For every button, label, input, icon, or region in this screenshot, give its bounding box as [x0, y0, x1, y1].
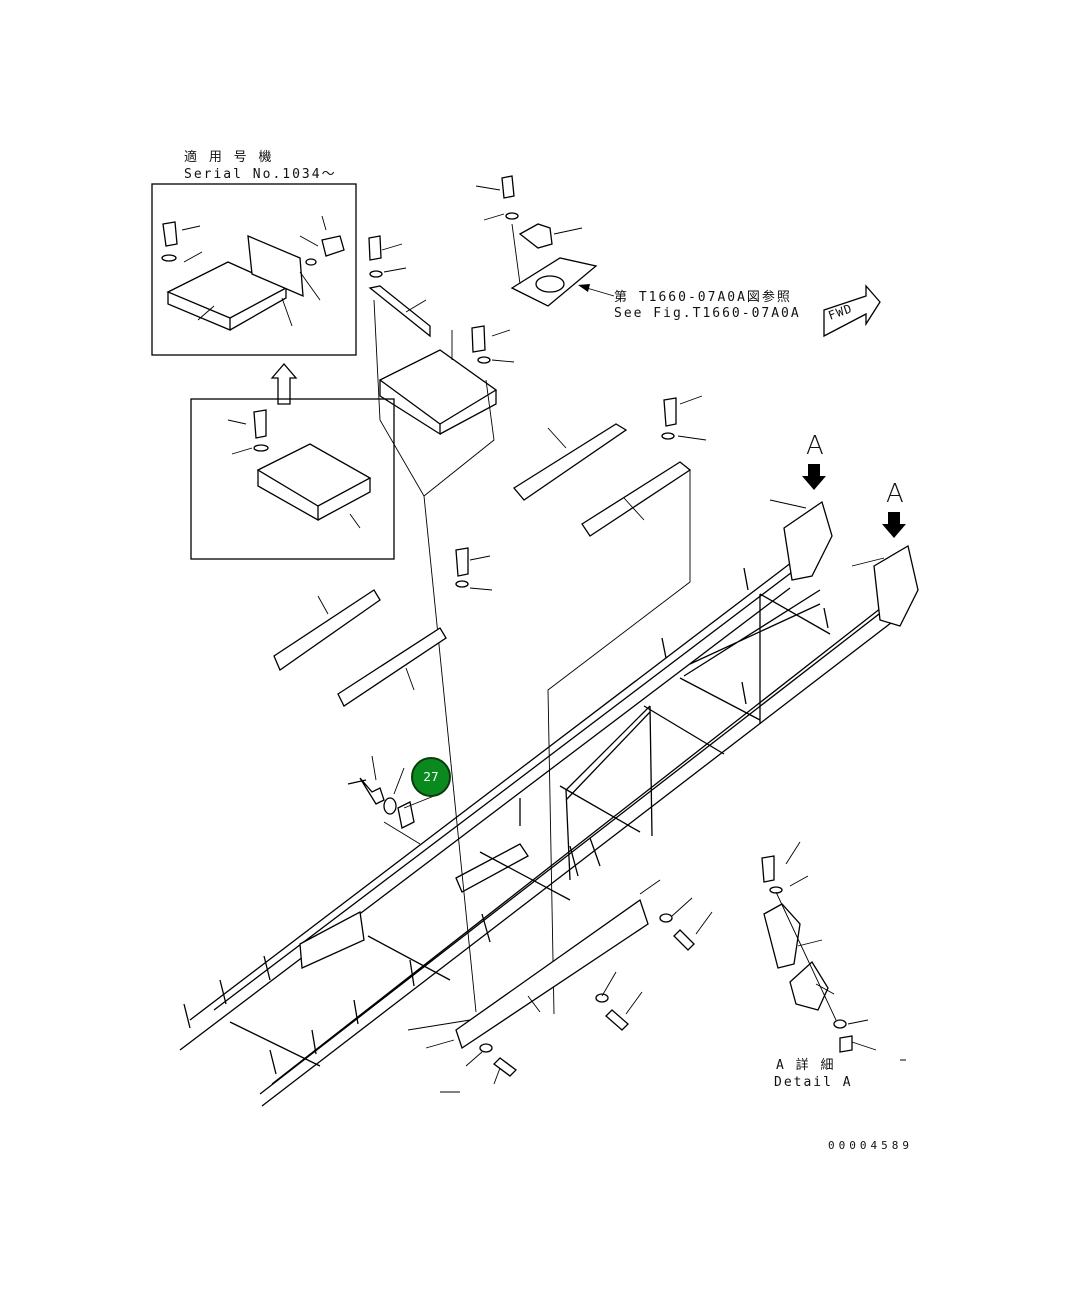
up-arrow-icon — [270, 363, 298, 405]
part-callout-27[interactable]: 27 — [411, 757, 451, 797]
fwd-arrow-icon — [823, 284, 881, 338]
cover-plate — [475, 175, 615, 307]
detail-a-label-jp: A 詳 細 — [776, 1058, 836, 1073]
side-channels — [273, 395, 707, 1015]
applicable-serial-label-jp: 適 用 号 機 — [184, 150, 274, 165]
view-marker-arrows — [802, 464, 906, 538]
detail-a-label-en: Detail A — [774, 1075, 853, 1090]
main-frame — [179, 499, 919, 1107]
figure-reference-jp: 第 T1660-07A0A図参照 — [614, 290, 792, 305]
detail-inset — [190, 398, 395, 560]
lower-fasteners — [347, 755, 713, 1093]
view-marker-a-1: A — [806, 431, 824, 461]
serial-inset — [151, 183, 357, 356]
detail-a-bracket — [761, 841, 906, 1061]
part-callout-27-number: 27 — [423, 770, 439, 784]
upper-bracket-assembly — [368, 235, 515, 1013]
drawing-number: 00004589 — [828, 1139, 913, 1152]
serial-number-label: Serial No.1034～ — [184, 167, 337, 182]
figure-reference-en: See Fig.T1660-07A0A — [614, 306, 801, 321]
view-marker-a-2: A — [886, 479, 904, 509]
